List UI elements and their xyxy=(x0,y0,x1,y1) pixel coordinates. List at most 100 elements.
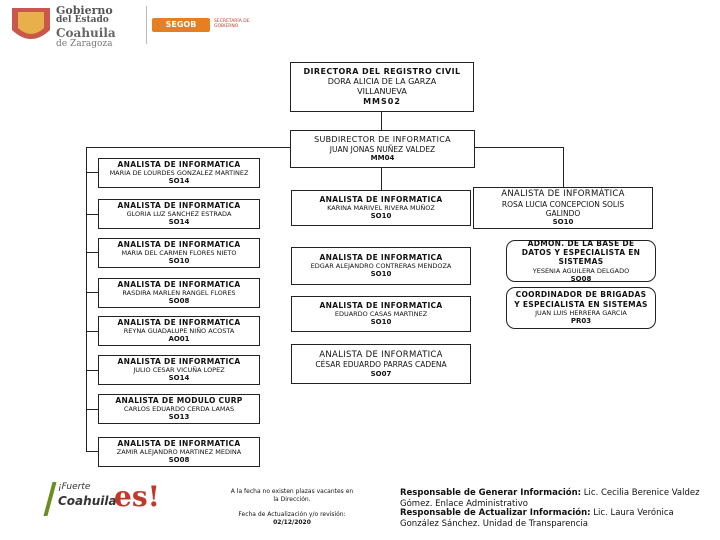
left-box-8: ANALISTA DE INFORMATICA ZAMIR ALEJANDRO … xyxy=(98,437,260,467)
mid-box-2-name: EDGAR ALEJANDRO CONTRERAS MENDOZA xyxy=(310,262,452,271)
connector-tick-8 xyxy=(86,451,98,452)
connector-left-vertical xyxy=(86,147,87,452)
connector-right-vertical xyxy=(563,147,564,187)
connector-tick-3 xyxy=(86,252,98,253)
left-box-1: ANALISTA DE INFORMATICA MARIA DE LOURDES… xyxy=(98,158,260,188)
vacancy-note: A la fecha no existen plazas vacantes en… xyxy=(230,488,354,503)
left-box-7-title: ANALISTA DE MODULO CURP xyxy=(115,395,243,405)
subdirector-box: SUBDIRECTOR DE INFORMATICA JUAN JONAS NU… xyxy=(290,130,475,168)
right-box-1: ANALISTA DE INFORMÁTICA ROSA LUCIA CONCE… xyxy=(473,187,653,229)
header-divider xyxy=(146,6,147,44)
responsible-update: Responsable de Actualizar Información: L… xyxy=(400,508,705,530)
right-box-2-title: ADMON. DE LA BASE DE DATOS Y ESPECIALIST… xyxy=(521,238,641,267)
state-shield-icon xyxy=(12,8,50,39)
left-box-8-code: SO08 xyxy=(168,456,190,465)
mid-box-1-name: KARINA MARIVEL RIVERA MUÑOZ xyxy=(327,204,435,213)
connector-tick-6 xyxy=(86,370,98,371)
responsible-generate: Responsable de Generar Información: Lic.… xyxy=(400,488,700,510)
left-box-3-title: ANALISTA DE INFORMATICA xyxy=(117,239,241,249)
responsible-generate-label: Responsable de Generar Información: xyxy=(400,488,582,498)
right-box-3: COORDINADOR DE BRIGADAS Y ESPECIALISTA E… xyxy=(506,287,656,329)
right-box-3-title: COORDINADOR DE BRIGADAS Y ESPECIALISTA E… xyxy=(514,290,648,309)
connector-mid-vertical xyxy=(381,168,382,190)
responsible-update-value: Lic. Laura Verónica González Sánchez. Un… xyxy=(400,508,674,530)
mid-box-4-name: CÉSAR EDUARDO PARRAS CADENA xyxy=(315,360,447,370)
right-box-3-code: PR03 xyxy=(570,317,592,326)
director-box: DIRECTORA DEL REGISTRO CIVIL DORA ALICIA… xyxy=(290,62,474,112)
left-box-7: ANALISTA DE MODULO CURP CARLOS EDUARDO C… xyxy=(98,394,260,424)
right-box-1-name: ROSA LUCIA CONCEPCION SOLIS GALINDO xyxy=(501,199,625,218)
logo-es: es! xyxy=(114,480,160,513)
mid-box-4: ANALISTA DE INFORMATICA CÉSAR EDUARDO PA… xyxy=(291,344,471,384)
left-box-5: ANALISTA DE INFORMATICA REYNA GUADALUPE … xyxy=(98,316,260,346)
subdirector-name: JUAN JONAS NUÑEZ VALDEZ xyxy=(329,144,436,154)
logo-line1: Gobierno xyxy=(56,4,113,17)
responsible-update-label: Responsable de Actualizar Información: xyxy=(400,508,591,518)
left-box-3-code: SO10 xyxy=(168,257,190,266)
update-note-label: Fecha de Actualización y/o revisión: xyxy=(238,511,346,518)
mid-box-1-title: ANALISTA DE INFORMATICA xyxy=(319,194,443,204)
left-box-7-name: CARLOS EDUARDO CERDA LAMAS xyxy=(123,405,235,414)
logo-line3: Coahuila xyxy=(56,26,116,40)
left-box-6-title: ANALISTA DE INFORMATICA xyxy=(117,356,241,366)
logo-line2: del Estado xyxy=(56,15,109,25)
mid-box-1-code: SO10 xyxy=(370,212,392,221)
connector-tick-4 xyxy=(86,292,98,293)
left-box-6: ANALISTA DE INFORMATICA JULIO CESAR VICU… xyxy=(98,355,260,385)
connector-tick-7 xyxy=(86,409,98,410)
connector-tick-2 xyxy=(86,214,98,215)
mid-box-2: ANALISTA DE INFORMATICA EDGAR ALEJANDRO … xyxy=(291,247,471,285)
left-box-4-code: SO08 xyxy=(168,297,190,306)
logo-slash-icon xyxy=(43,482,57,516)
connector-right-horizontal xyxy=(475,147,563,148)
subdirector-title: SUBDIRECTOR DE INFORMATICA xyxy=(314,134,451,144)
mid-box-1: ANALISTA DE INFORMATICA KARINA MARIVEL R… xyxy=(291,190,471,226)
left-box-2: ANALISTA DE INFORMATICA GLORIA LUZ SANCH… xyxy=(98,199,260,229)
left-box-4-title: ANALISTA DE INFORMATICA xyxy=(117,279,241,289)
left-box-4-name: RASDIRA MARLEN RANGEL FLORES xyxy=(122,289,236,298)
update-note: Fecha de Actualización y/o revisión: 02/… xyxy=(228,511,356,527)
segob-badge-sub: SECRETARÍA DE GOBIERNO xyxy=(214,19,250,29)
segob-badge: SEGOB xyxy=(152,18,210,32)
right-box-1-title: ANALISTA DE INFORMÁTICA xyxy=(501,188,625,199)
update-note-date: 02/12/2020 xyxy=(273,518,311,526)
left-box-8-title: ANALISTA DE INFORMATICA xyxy=(117,438,241,448)
logo-coahuila: Coahuila xyxy=(58,494,117,508)
logo-fuerte: ¡Fuerte xyxy=(58,482,91,492)
mid-box-3-name: EDUARDO CASAS MARTINEZ xyxy=(334,310,428,319)
left-box-1-title: ANALISTA DE INFORMATICA xyxy=(117,159,241,169)
left-box-1-name: MARIA DE LOURDES GONZALEZ MARTINEZ xyxy=(109,169,249,178)
director-title: DIRECTORA DEL REGISTRO CIVIL xyxy=(303,67,461,76)
director-code: MMS02 xyxy=(363,97,401,106)
mid-box-3: ANALISTA DE INFORMATICA EDUARDO CASAS MA… xyxy=(291,296,471,332)
right-box-3-name: JUAN LUIS HERRERA GARCIA xyxy=(535,308,627,317)
left-box-6-code: SO14 xyxy=(168,374,190,383)
connector-director-sub xyxy=(381,112,382,130)
left-box-5-code: AO01 xyxy=(168,335,190,344)
left-box-2-title: ANALISTA DE INFORMATICA xyxy=(117,200,241,210)
connector-tick-5 xyxy=(86,331,98,332)
left-box-3-name: MARIA DEL CARMEN FLORES NIETO xyxy=(121,249,237,258)
coahuila-es-logo: ¡Fuerte Coahuila es! xyxy=(43,480,178,520)
right-box-1-code: SO10 xyxy=(552,218,574,227)
logo-line4: de Zaragoza xyxy=(56,39,113,49)
left-box-4: ANALISTA DE INFORMATICA RASDIRA MARLEN R… xyxy=(98,278,260,308)
mid-box-2-code: SO10 xyxy=(370,270,392,279)
mid-box-3-title: ANALISTA DE INFORMATICA xyxy=(319,300,443,310)
left-box-2-code: SO14 xyxy=(168,218,190,227)
director-name: DORA ALICIA DE LA GARZA VILLANUEVA xyxy=(327,77,437,96)
mid-box-4-code: SO07 xyxy=(370,369,392,378)
connector-left-horizontal xyxy=(86,147,291,148)
left-box-1-code: SO14 xyxy=(168,177,190,186)
state-government-logo: Gobierno del Estado Coahuila de Zaragoza xyxy=(8,2,143,50)
left-box-7-code: SO13 xyxy=(168,413,190,422)
mid-box-4-title: ANALISTA DE INFORMATICA xyxy=(319,349,443,360)
left-box-6-name: JULIO CESAR VICUÑA LOPEZ xyxy=(133,366,225,375)
mid-box-2-title: ANALISTA DE INFORMATICA xyxy=(319,252,443,262)
right-box-2-name: YESENIA AGUILERA DELGADO xyxy=(532,266,630,275)
mid-box-3-code: SO10 xyxy=(370,318,392,327)
right-box-2: ADMON. DE LA BASE DE DATOS Y ESPECIALIST… xyxy=(506,238,656,283)
left-box-2-name: GLORIA LUZ SANCHEZ ESTRADA xyxy=(126,210,232,219)
subdirector-code: MM04 xyxy=(370,154,395,163)
left-box-5-name: REYNA GUADALUPE NIÑO ACOSTA xyxy=(123,327,235,336)
